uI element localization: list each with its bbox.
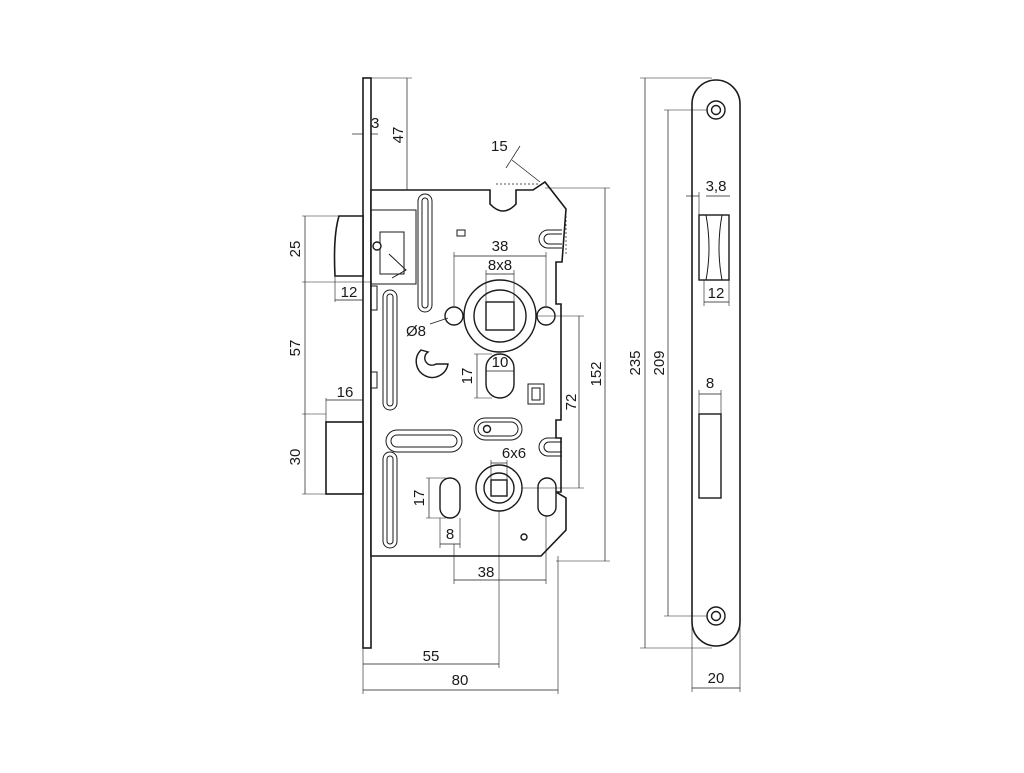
dot-slot [473, 417, 523, 441]
upper-stud [370, 285, 378, 311]
dim-lower-slot-width: 8 [446, 526, 454, 543]
front-plate [691, 79, 741, 647]
spindle-square-hole [485, 301, 515, 331]
lock-body-dimensions: 47 3 15 38 8x8 25 12 Ø8 [287, 77, 610, 694]
dim-strike-inset: 3,8 [706, 178, 727, 195]
dot-pin [482, 424, 492, 434]
latch-opening [698, 214, 730, 281]
dim-strike-latch-width: 12 [708, 285, 725, 302]
dim-top-offset: 47 [390, 127, 407, 144]
latch-guide [379, 231, 405, 275]
cam-lever [415, 349, 449, 379]
dim-backset: 55 [423, 648, 440, 665]
lock-case [370, 180, 567, 557]
dim-hole-spacing-lower: 38 [478, 564, 495, 581]
dim-latch-angle: 15 [491, 138, 508, 155]
dim-slot-width: 10 [492, 354, 509, 371]
center-oblong-slot [485, 353, 515, 399]
marker-square [456, 229, 466, 237]
dim-plate-length: 235 [627, 350, 644, 375]
turn-square-hole [490, 479, 508, 497]
left-fixing-hole [444, 306, 464, 326]
dim-strike-bolt-width: 8 [706, 375, 714, 392]
dim-latch-projection: 12 [341, 284, 358, 301]
bottom-pin [520, 533, 528, 541]
lock-body-view [325, 77, 567, 649]
middle-guide-slot [382, 289, 398, 411]
dim-hole-spacing-upper: 38 [492, 238, 509, 255]
latch-housing [371, 209, 417, 285]
dim-spindle-square: 8x8 [488, 257, 512, 274]
dead-bolt [325, 421, 364, 495]
horizontal-slot [385, 429, 463, 453]
latch-spring [388, 253, 407, 279]
latch-pin [372, 241, 382, 251]
front-plate-view [691, 79, 741, 647]
lower-right-slot [537, 477, 557, 517]
dim-latch-to-bolt: 57 [287, 340, 304, 357]
upper-mount-slot [538, 229, 562, 249]
upper-guide-slot [417, 193, 433, 313]
dim-case-depth: 80 [452, 672, 469, 689]
dim-faceplate-thickness: 3 [371, 115, 379, 132]
lower-stud [370, 371, 378, 389]
dim-case-height: 152 [588, 361, 605, 386]
dim-slot-height: 17 [459, 368, 476, 385]
bolt-opening [698, 413, 722, 499]
dim-lower-slot-height: 17 [411, 490, 428, 507]
small-square-cutout [527, 383, 545, 405]
dim-hole-diameter: Ø8 [406, 323, 426, 340]
faceplate [362, 77, 372, 649]
front-plate-dimensions: 235 209 3,8 12 8 20 [627, 77, 741, 692]
latch-bolt [333, 215, 364, 277]
dim-bolt-height: 30 [287, 449, 304, 466]
dim-center-distance: 72 [563, 394, 580, 411]
lower-mount-slot [538, 437, 562, 457]
lower-guide-slot [382, 451, 398, 549]
dim-turn-square: 6x6 [502, 445, 526, 462]
dim-latch-height: 25 [287, 241, 304, 258]
dim-screw-spacing: 209 [651, 350, 668, 375]
lower-left-slot [439, 477, 461, 519]
dim-plate-width: 20 [708, 670, 725, 687]
dim-bolt-projection: 16 [337, 384, 354, 401]
